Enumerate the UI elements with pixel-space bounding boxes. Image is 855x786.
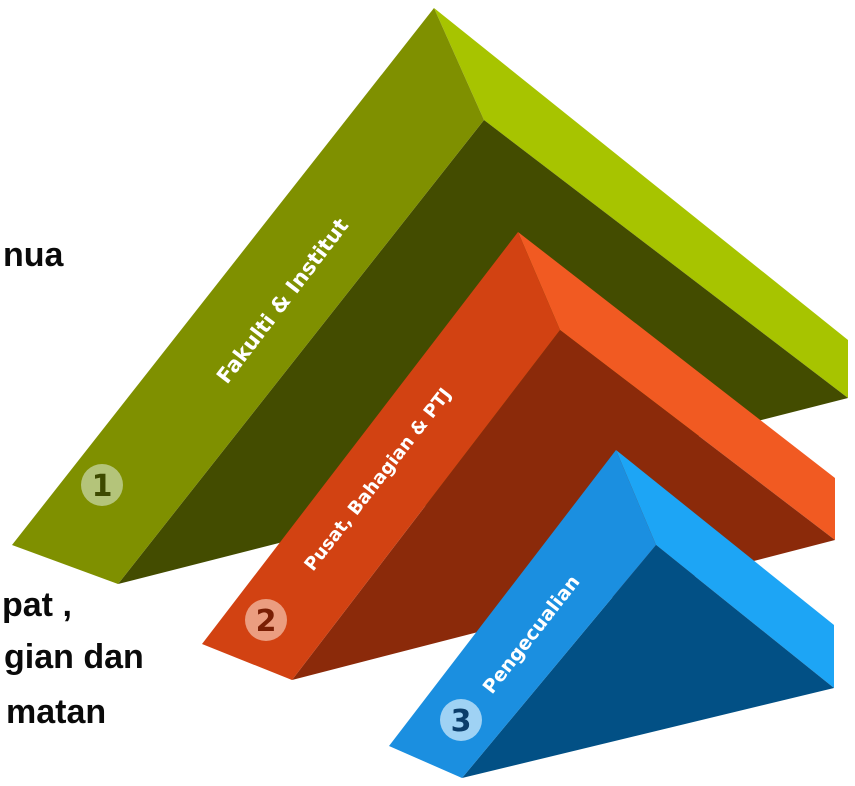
background-text-line-2: pat , — [2, 586, 72, 624]
background-text-line-4: matan — [6, 693, 107, 731]
tier-1-number-badge — [81, 464, 123, 506]
tier-1-top-face — [434, 8, 848, 398]
tier-2-number-badge — [245, 599, 287, 641]
tier-3-number: 3 — [451, 704, 472, 739]
tier-3-back-face — [462, 545, 834, 778]
tier-2-front-face — [202, 232, 560, 680]
tier-2-top-face — [518, 232, 835, 540]
tier-3-top-face — [616, 450, 834, 688]
background-text-line-3: gian dan — [4, 638, 144, 676]
tier-3-prism: Pengecualian 3 — [389, 450, 834, 778]
tier-2-prism: Pusat, Bahagian & PTJ 2 — [202, 232, 835, 680]
tier-1-front-face — [12, 8, 484, 584]
tier-2-number: 2 — [256, 604, 277, 639]
tier-1-number: 1 — [92, 469, 113, 504]
tier-2-back-face — [292, 330, 835, 680]
tier-3-number-badge — [440, 699, 482, 741]
background-text-line-1: nua — [3, 236, 64, 274]
tier-3-front-face — [389, 450, 656, 778]
